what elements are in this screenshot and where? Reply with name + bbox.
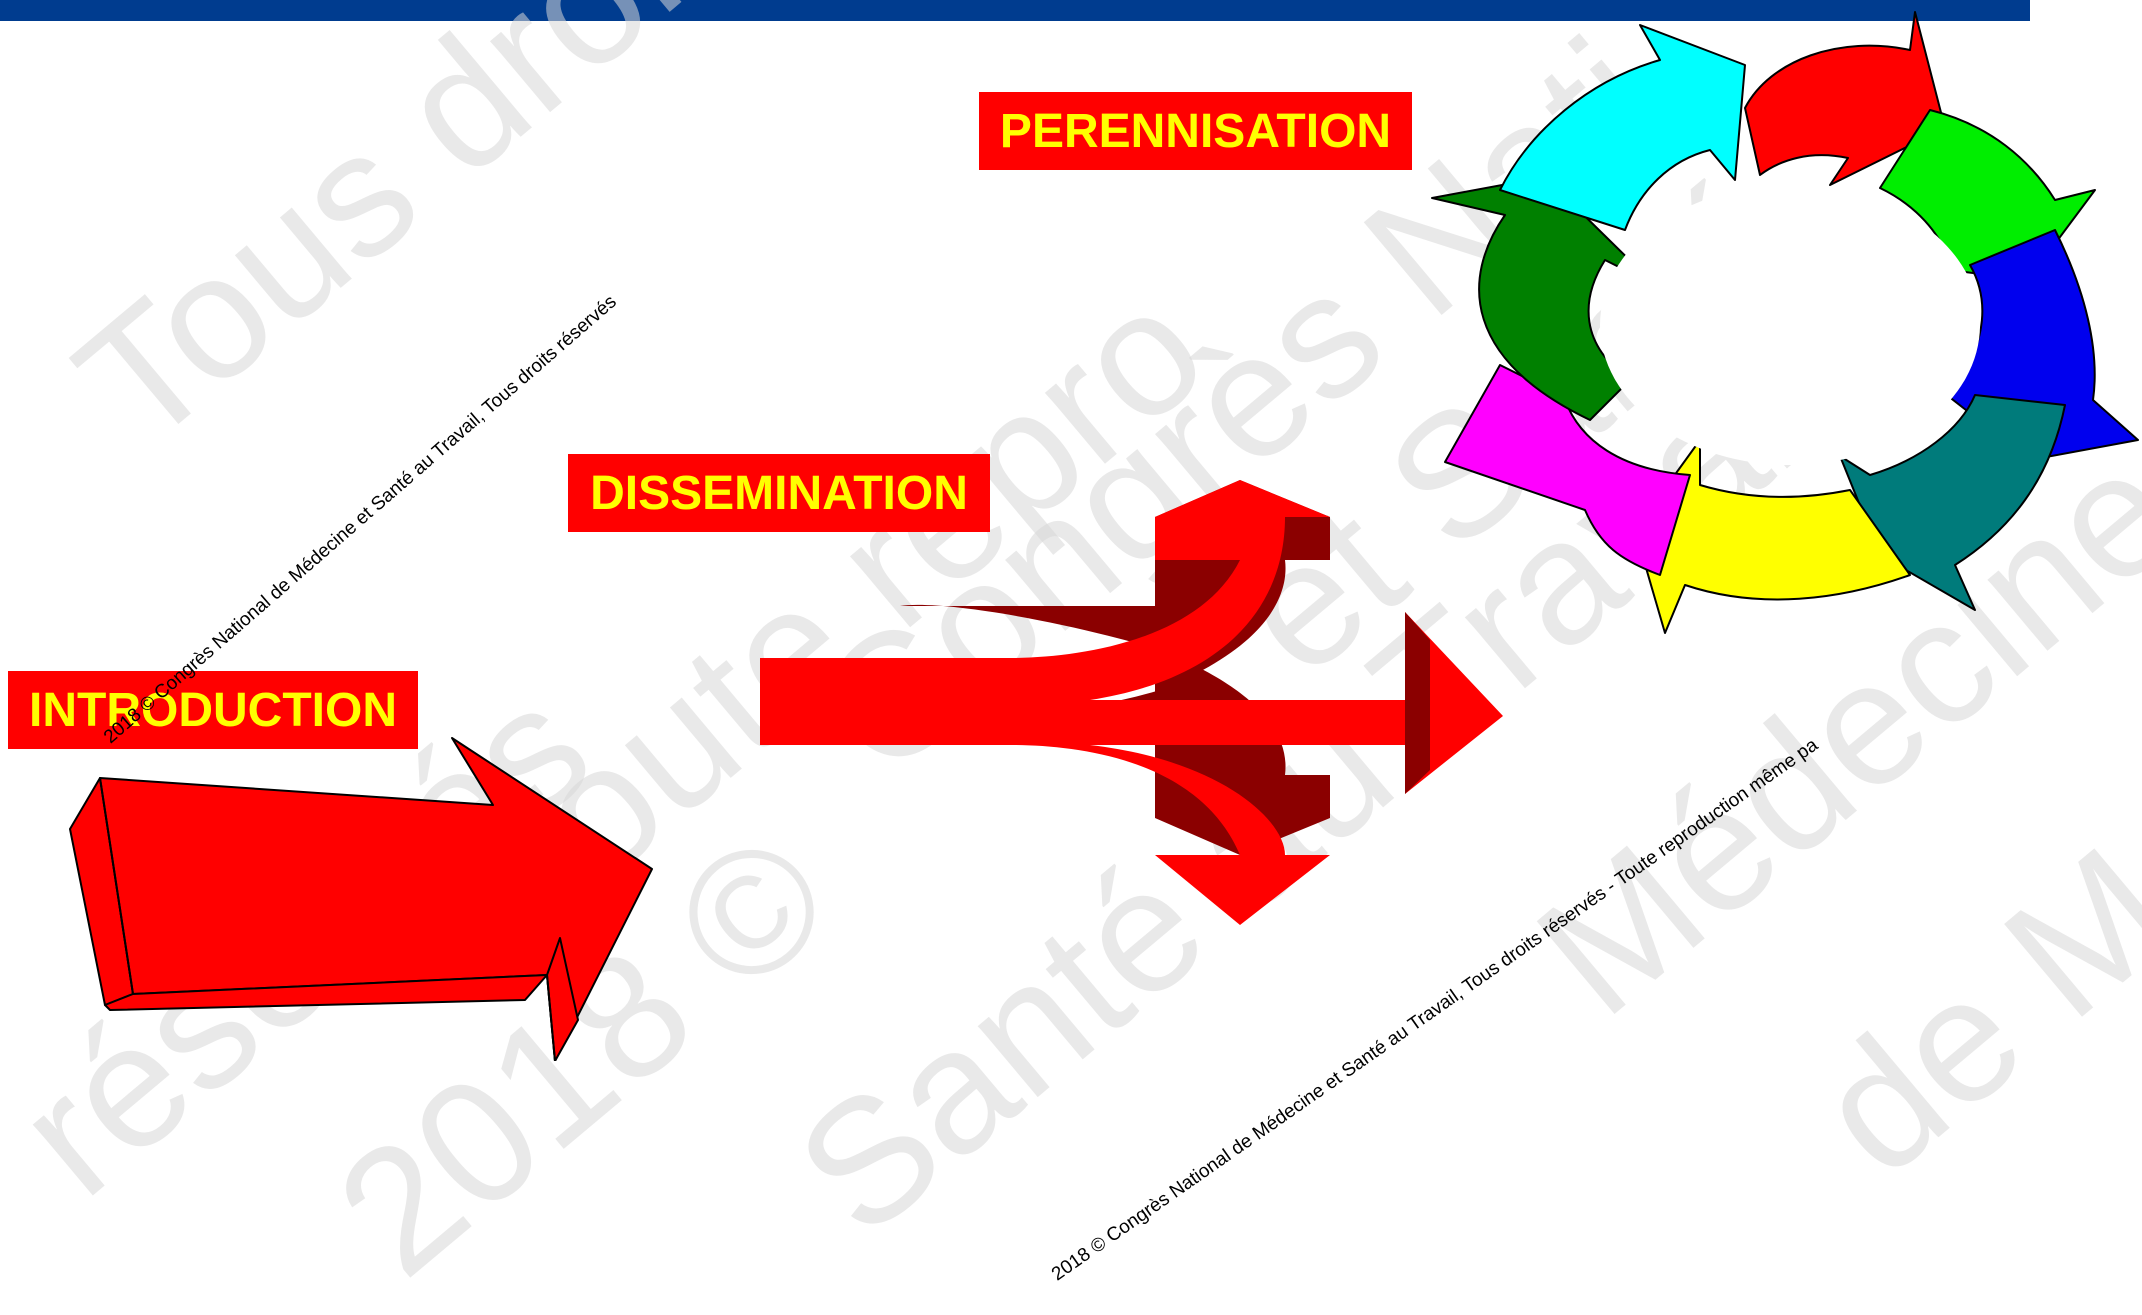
circular-cycle-arrows-icon — [1431, 11, 2139, 634]
stage-label-dissemination: DISSEMINATION — [568, 454, 990, 532]
stage-label-perennisation: PERENNISATION — [979, 92, 1412, 170]
diagram-canvas — [69, 11, 2139, 1061]
straight-3d-arrow-icon — [69, 737, 653, 1061]
split-3d-arrow-icon — [760, 480, 1503, 925]
stage-label-introduction: INTRODUCTION — [8, 671, 418, 749]
header-bar — [0, 0, 2030, 21]
